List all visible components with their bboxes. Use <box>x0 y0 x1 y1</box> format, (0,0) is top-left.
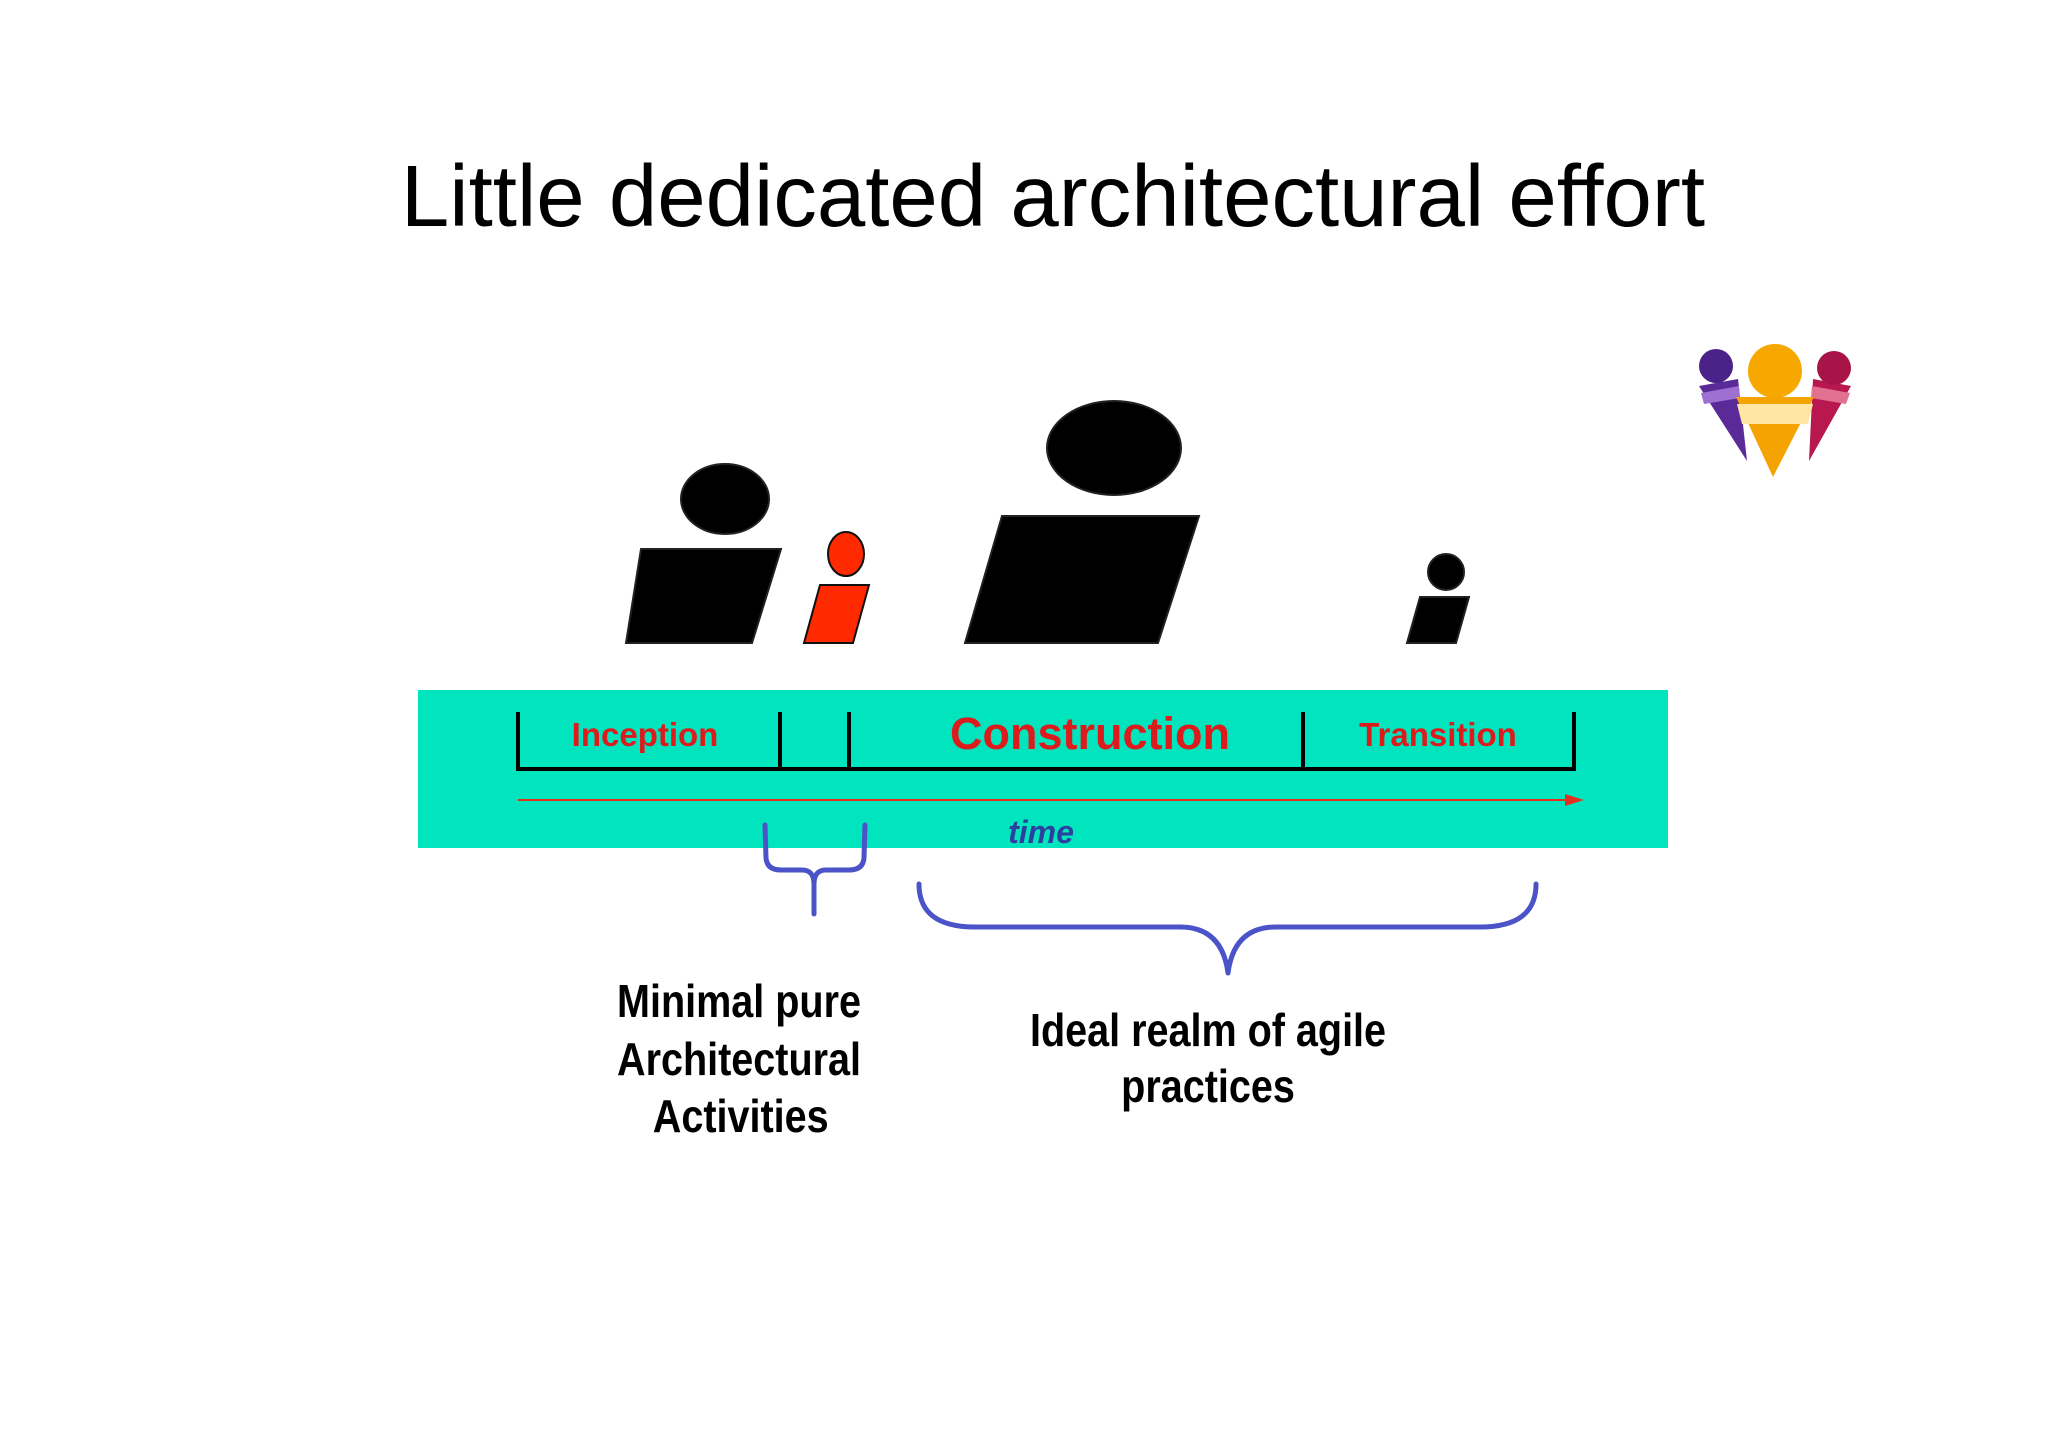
person-body <box>963 515 1201 644</box>
person-body <box>1405 596 1471 644</box>
person-body <box>802 584 871 644</box>
person-icon-inception <box>624 463 783 644</box>
person-icon-highlight <box>802 531 871 644</box>
time-arrow <box>518 794 1584 806</box>
annotation-line: Ideal realm of agile <box>1030 1005 1386 1056</box>
person-body <box>624 548 783 644</box>
annotation-agile-realm: Ideal realm of agile practices <box>1030 1005 1386 1112</box>
effort-figures <box>624 400 1471 644</box>
phase-label-construction: Construction <box>950 708 1230 759</box>
time-axis-label: time <box>1008 814 1074 850</box>
person-icon-transition <box>1405 553 1471 644</box>
annotation-minimal-architecture: Minimal pure Architectural Activities <box>617 976 861 1142</box>
person-head <box>1427 553 1465 591</box>
time-arrow-head <box>1565 794 1584 806</box>
person-head <box>1046 400 1182 496</box>
logo-figure-crimson <box>1809 351 1851 461</box>
people-logo-icon <box>1699 344 1851 477</box>
phase-bracket <box>516 712 1576 771</box>
annotation-line: Activities <box>653 1091 829 1142</box>
person-head <box>680 463 770 535</box>
annotation-line: Architectural <box>617 1034 861 1085</box>
person-icon-construction <box>963 400 1201 644</box>
logo-figure-orange <box>1736 344 1814 477</box>
annotation-line: Minimal pure <box>617 976 861 1027</box>
logo-figure-purple <box>1699 349 1747 461</box>
phase-label-transition: Transition <box>1359 716 1517 753</box>
annotation-line: practices <box>1121 1061 1295 1112</box>
phase-label-inception: Inception <box>572 716 719 753</box>
person-head <box>827 531 865 577</box>
slide-title: Little dedicated architectural effort <box>401 148 1705 245</box>
phase-bracket-outline <box>516 712 1576 771</box>
brace-agile-realm <box>916 881 1539 976</box>
brace-minimal-architecture <box>762 822 868 917</box>
